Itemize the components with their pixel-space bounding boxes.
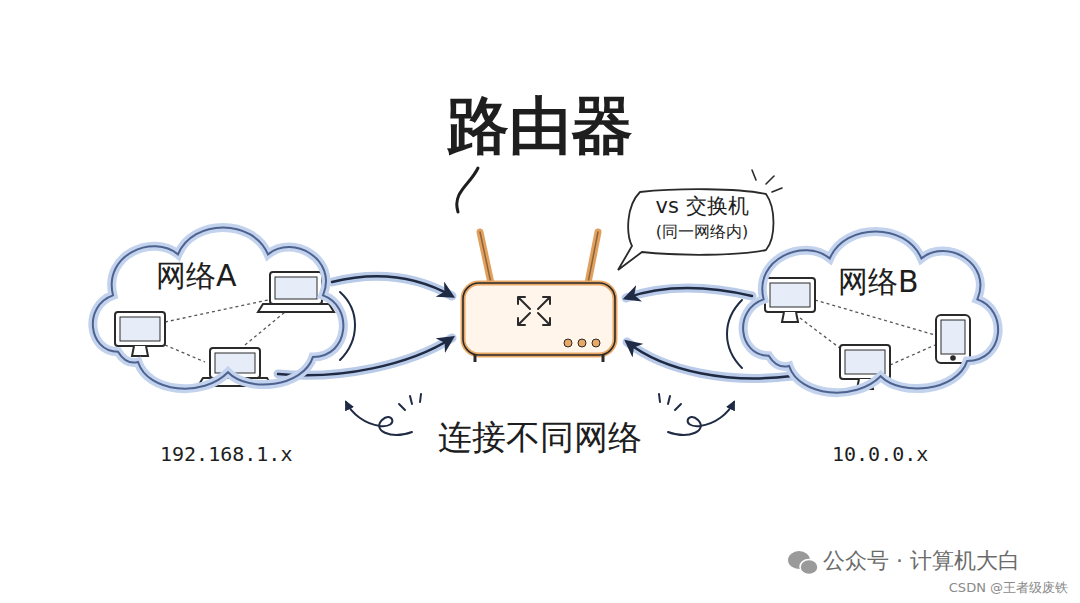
node-label: 网络A (156, 258, 237, 294)
wechat-icon (788, 551, 818, 575)
cloud-outline (78, 198, 358, 403)
title: 路由器 (0, 92, 1080, 160)
network-cloud: 网络B (728, 202, 1013, 407)
callout-bubble: vs 交换机 (同一网络内) (628, 188, 776, 256)
title-swoosh (457, 168, 478, 212)
router-icon (463, 232, 615, 362)
watermark: CSDN @王者级废铁 (949, 580, 1068, 596)
subnet-label: 192.168.1.x (160, 442, 292, 466)
watermark: 公众号 · 计算机大白 (823, 548, 1020, 574)
node-note: (同一网络内) (656, 222, 748, 241)
caption-note: 连接不同网络 (438, 417, 642, 458)
node-label: vs 交换机 (655, 194, 748, 219)
network-cloud: 网络A (78, 198, 358, 403)
cloud-outline (728, 202, 1013, 407)
flow-arrows (278, 276, 792, 378)
node-label: 网络B (838, 264, 919, 300)
subnet-label: 10.0.0.x (832, 442, 928, 466)
